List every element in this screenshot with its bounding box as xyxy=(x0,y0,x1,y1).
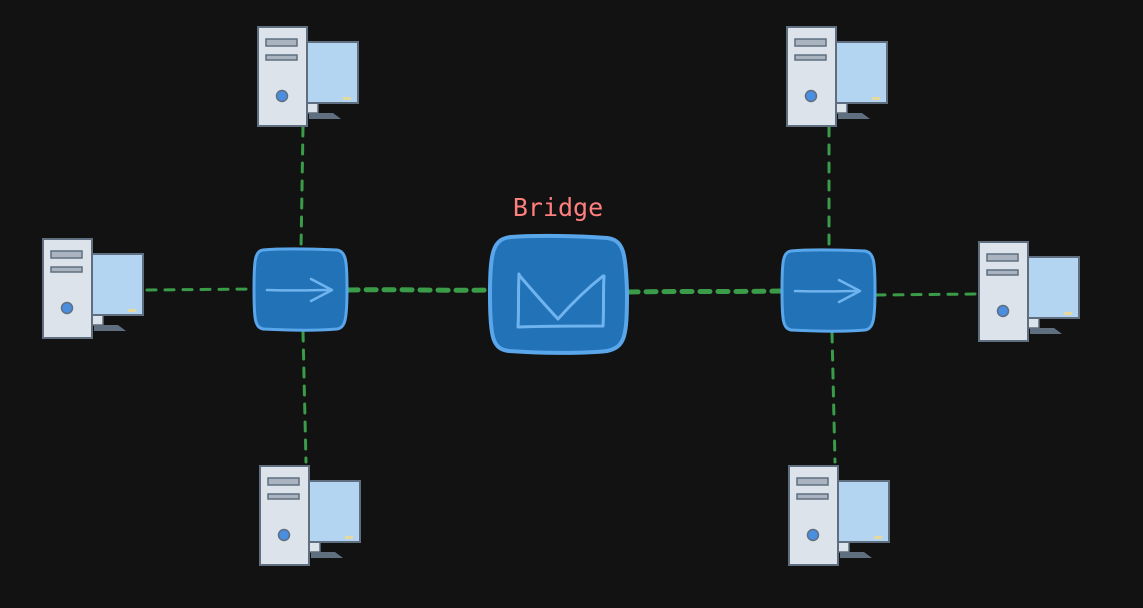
hub-arrow-icon xyxy=(780,248,877,333)
link-left-hub-bridge xyxy=(345,287,492,293)
link-left-top xyxy=(299,125,305,252)
link-left-left xyxy=(145,287,256,292)
hub-arrow-icon xyxy=(252,247,349,332)
link-bridge-right-hub xyxy=(625,288,786,295)
connection-lines xyxy=(145,125,980,464)
computer-icon xyxy=(786,26,888,127)
link-right-right xyxy=(874,292,980,297)
bridge-label: Bridge xyxy=(512,193,604,222)
computer-icon xyxy=(257,26,359,127)
computer-icon xyxy=(259,465,361,566)
link-left-bottom xyxy=(301,330,308,464)
bridge-envelope-icon xyxy=(487,233,630,355)
computer-icon xyxy=(978,241,1080,342)
computer-icon xyxy=(788,465,890,566)
computer-icon xyxy=(42,238,144,339)
link-right-bottom xyxy=(830,331,837,464)
